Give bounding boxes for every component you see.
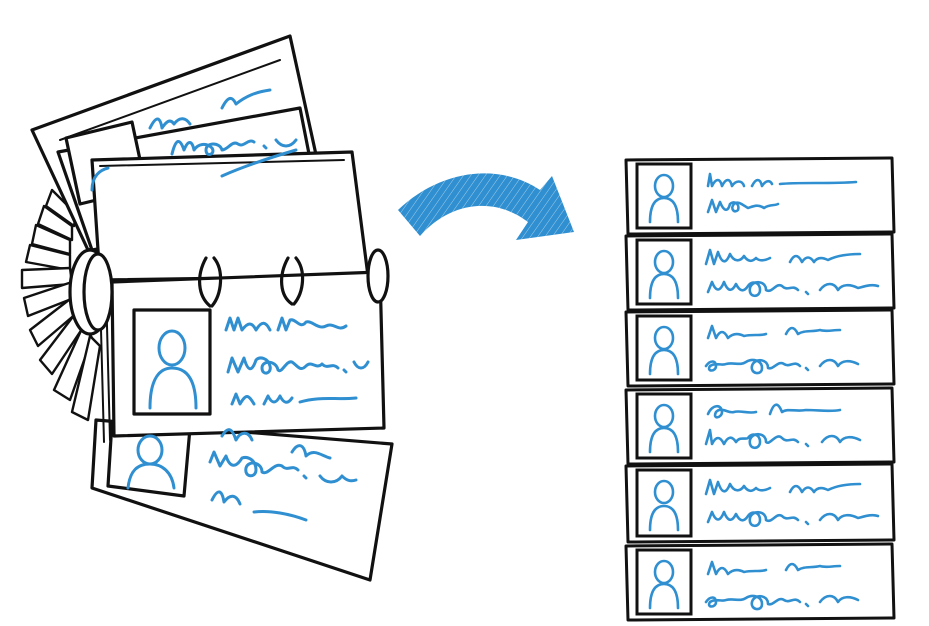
contact-row [624, 386, 896, 466]
contact-row [624, 542, 896, 622]
binder-ring-left [198, 256, 223, 308]
contact-avatar-icon [648, 559, 680, 610]
rolodex-blue-content [90, 88, 370, 522]
contact-row [624, 308, 896, 388]
contact-avatar-icon [648, 479, 680, 532]
contact-row [624, 462, 896, 544]
contact-avatar-icon [648, 325, 680, 376]
rolodex-knob-right [366, 248, 390, 304]
contact-row [624, 232, 896, 312]
back-card-avatar-icon [90, 166, 110, 192]
contact-avatar-icon [648, 249, 680, 300]
fanned-card-edges [20, 188, 102, 422]
front-card-photo-frame [132, 308, 212, 416]
contact-avatar-icon [648, 403, 680, 454]
rolodex-icon [20, 34, 394, 582]
bottom-card-avatar-icon [126, 434, 176, 490]
contact-avatar-icon [648, 173, 680, 224]
contact-row [624, 156, 896, 236]
binder-ring-right [280, 256, 305, 306]
front-card-avatar-icon [148, 329, 198, 410]
curved-arrow-right-icon [398, 173, 574, 240]
contact-list-icon [624, 156, 896, 622]
